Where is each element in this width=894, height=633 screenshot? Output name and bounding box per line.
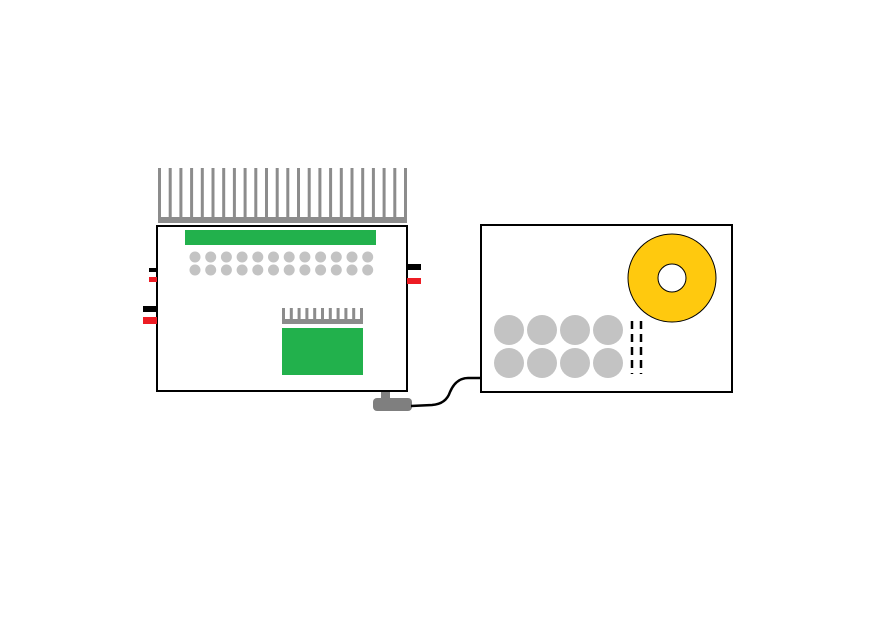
sub-board-fin (344, 308, 348, 320)
led-dot (330, 264, 342, 276)
led-dot (205, 251, 217, 263)
sub-board-fin (282, 308, 285, 320)
heatsink-fin (168, 168, 172, 218)
led-dot (236, 264, 248, 276)
yellow-ring-icon (627, 233, 717, 323)
sub-board-fin (297, 308, 301, 320)
heatsink-fin (382, 168, 386, 218)
heatsink-fin (404, 168, 407, 218)
terminal-wire-icon (143, 306, 157, 312)
led-dot (299, 251, 311, 263)
sub-board (282, 308, 363, 375)
heatsink-fin (275, 168, 279, 218)
sub-board-fin (352, 308, 356, 320)
heatsink-fin (190, 168, 194, 218)
terminal-wire-icon (407, 278, 421, 284)
sub-board-fin (336, 308, 340, 320)
heatsink-fin (361, 168, 365, 218)
heatsink-fin (265, 168, 268, 218)
heatsink-fin (158, 168, 161, 218)
heatsink-fin (232, 168, 236, 218)
heatsink-fin (243, 168, 247, 218)
heatsink-fin (297, 168, 300, 218)
terminal-wire-icon (149, 268, 157, 272)
gray-circle (527, 348, 557, 378)
sub-board-fin (321, 308, 324, 320)
gray-circle (560, 348, 590, 378)
led-dot (252, 251, 264, 263)
led-dot (205, 264, 217, 276)
right-unit (480, 224, 733, 393)
sub-board-heatsink-base (282, 319, 363, 324)
heatsink-fin (286, 168, 290, 218)
sub-board-heatsink-icon (282, 308, 363, 324)
led-dot (330, 251, 342, 263)
left-unit (143, 168, 421, 411)
heatsink-fin (254, 168, 258, 218)
gray-circle (494, 348, 524, 378)
connecting-cable (410, 376, 482, 408)
gray-circle (593, 315, 623, 345)
sub-board-fin (360, 308, 363, 320)
sub-board-fin (305, 308, 309, 320)
led-dot (236, 251, 248, 263)
led-dot (252, 264, 264, 276)
led-dot (220, 251, 232, 263)
heatsink-fin (211, 168, 215, 218)
heatsink-fin (307, 168, 311, 218)
led-dot (283, 264, 295, 276)
led-dot (346, 251, 358, 263)
heatsink-fin (318, 168, 322, 218)
sub-board-fin (313, 308, 317, 320)
right-terminal-wires (407, 264, 421, 284)
terminal-wire-icon (407, 264, 421, 270)
yellow-ring-hole (657, 263, 687, 293)
gray-circle (560, 315, 590, 345)
led-dot (189, 251, 201, 263)
terminal-wire-icon (149, 277, 157, 282)
led-strip-board (185, 230, 376, 245)
heatsink-fin (339, 168, 343, 218)
led-dot (268, 264, 279, 276)
heatsink-fin (222, 168, 226, 218)
dashed-indicator-columns (630, 321, 643, 374)
connector-stem (381, 392, 390, 400)
gray-circle-grid (494, 315, 623, 378)
sub-board-fin (289, 308, 293, 320)
sub-board-pcb (282, 328, 363, 375)
left-terminal-wires (143, 268, 157, 324)
led-dot (362, 264, 374, 276)
heatsink-fin (371, 168, 375, 218)
heatsink-fin (393, 168, 397, 218)
led-dot (283, 251, 295, 263)
connector-plug (373, 398, 412, 411)
led-dot (315, 251, 327, 263)
led-dot (362, 251, 374, 263)
heatsink-base (158, 217, 407, 223)
heatsink-fin (200, 168, 204, 218)
connector-plug-icon (373, 392, 412, 411)
heatsink-fin (350, 168, 354, 218)
led-dot (268, 251, 279, 263)
led-dot (220, 264, 232, 276)
sub-board-fin (328, 308, 332, 320)
terminal-wire-icon (143, 317, 157, 324)
gray-circle (527, 315, 557, 345)
heatsink-fin (329, 168, 333, 218)
led-array-icon (189, 251, 374, 276)
heatsink-fin (179, 168, 183, 218)
led-dot (189, 264, 201, 276)
heatsink-icon (158, 168, 407, 223)
led-dot (346, 264, 358, 276)
led-dot (299, 264, 311, 276)
gray-circle (494, 315, 524, 345)
led-dot (315, 264, 327, 276)
gray-circle (593, 348, 623, 378)
